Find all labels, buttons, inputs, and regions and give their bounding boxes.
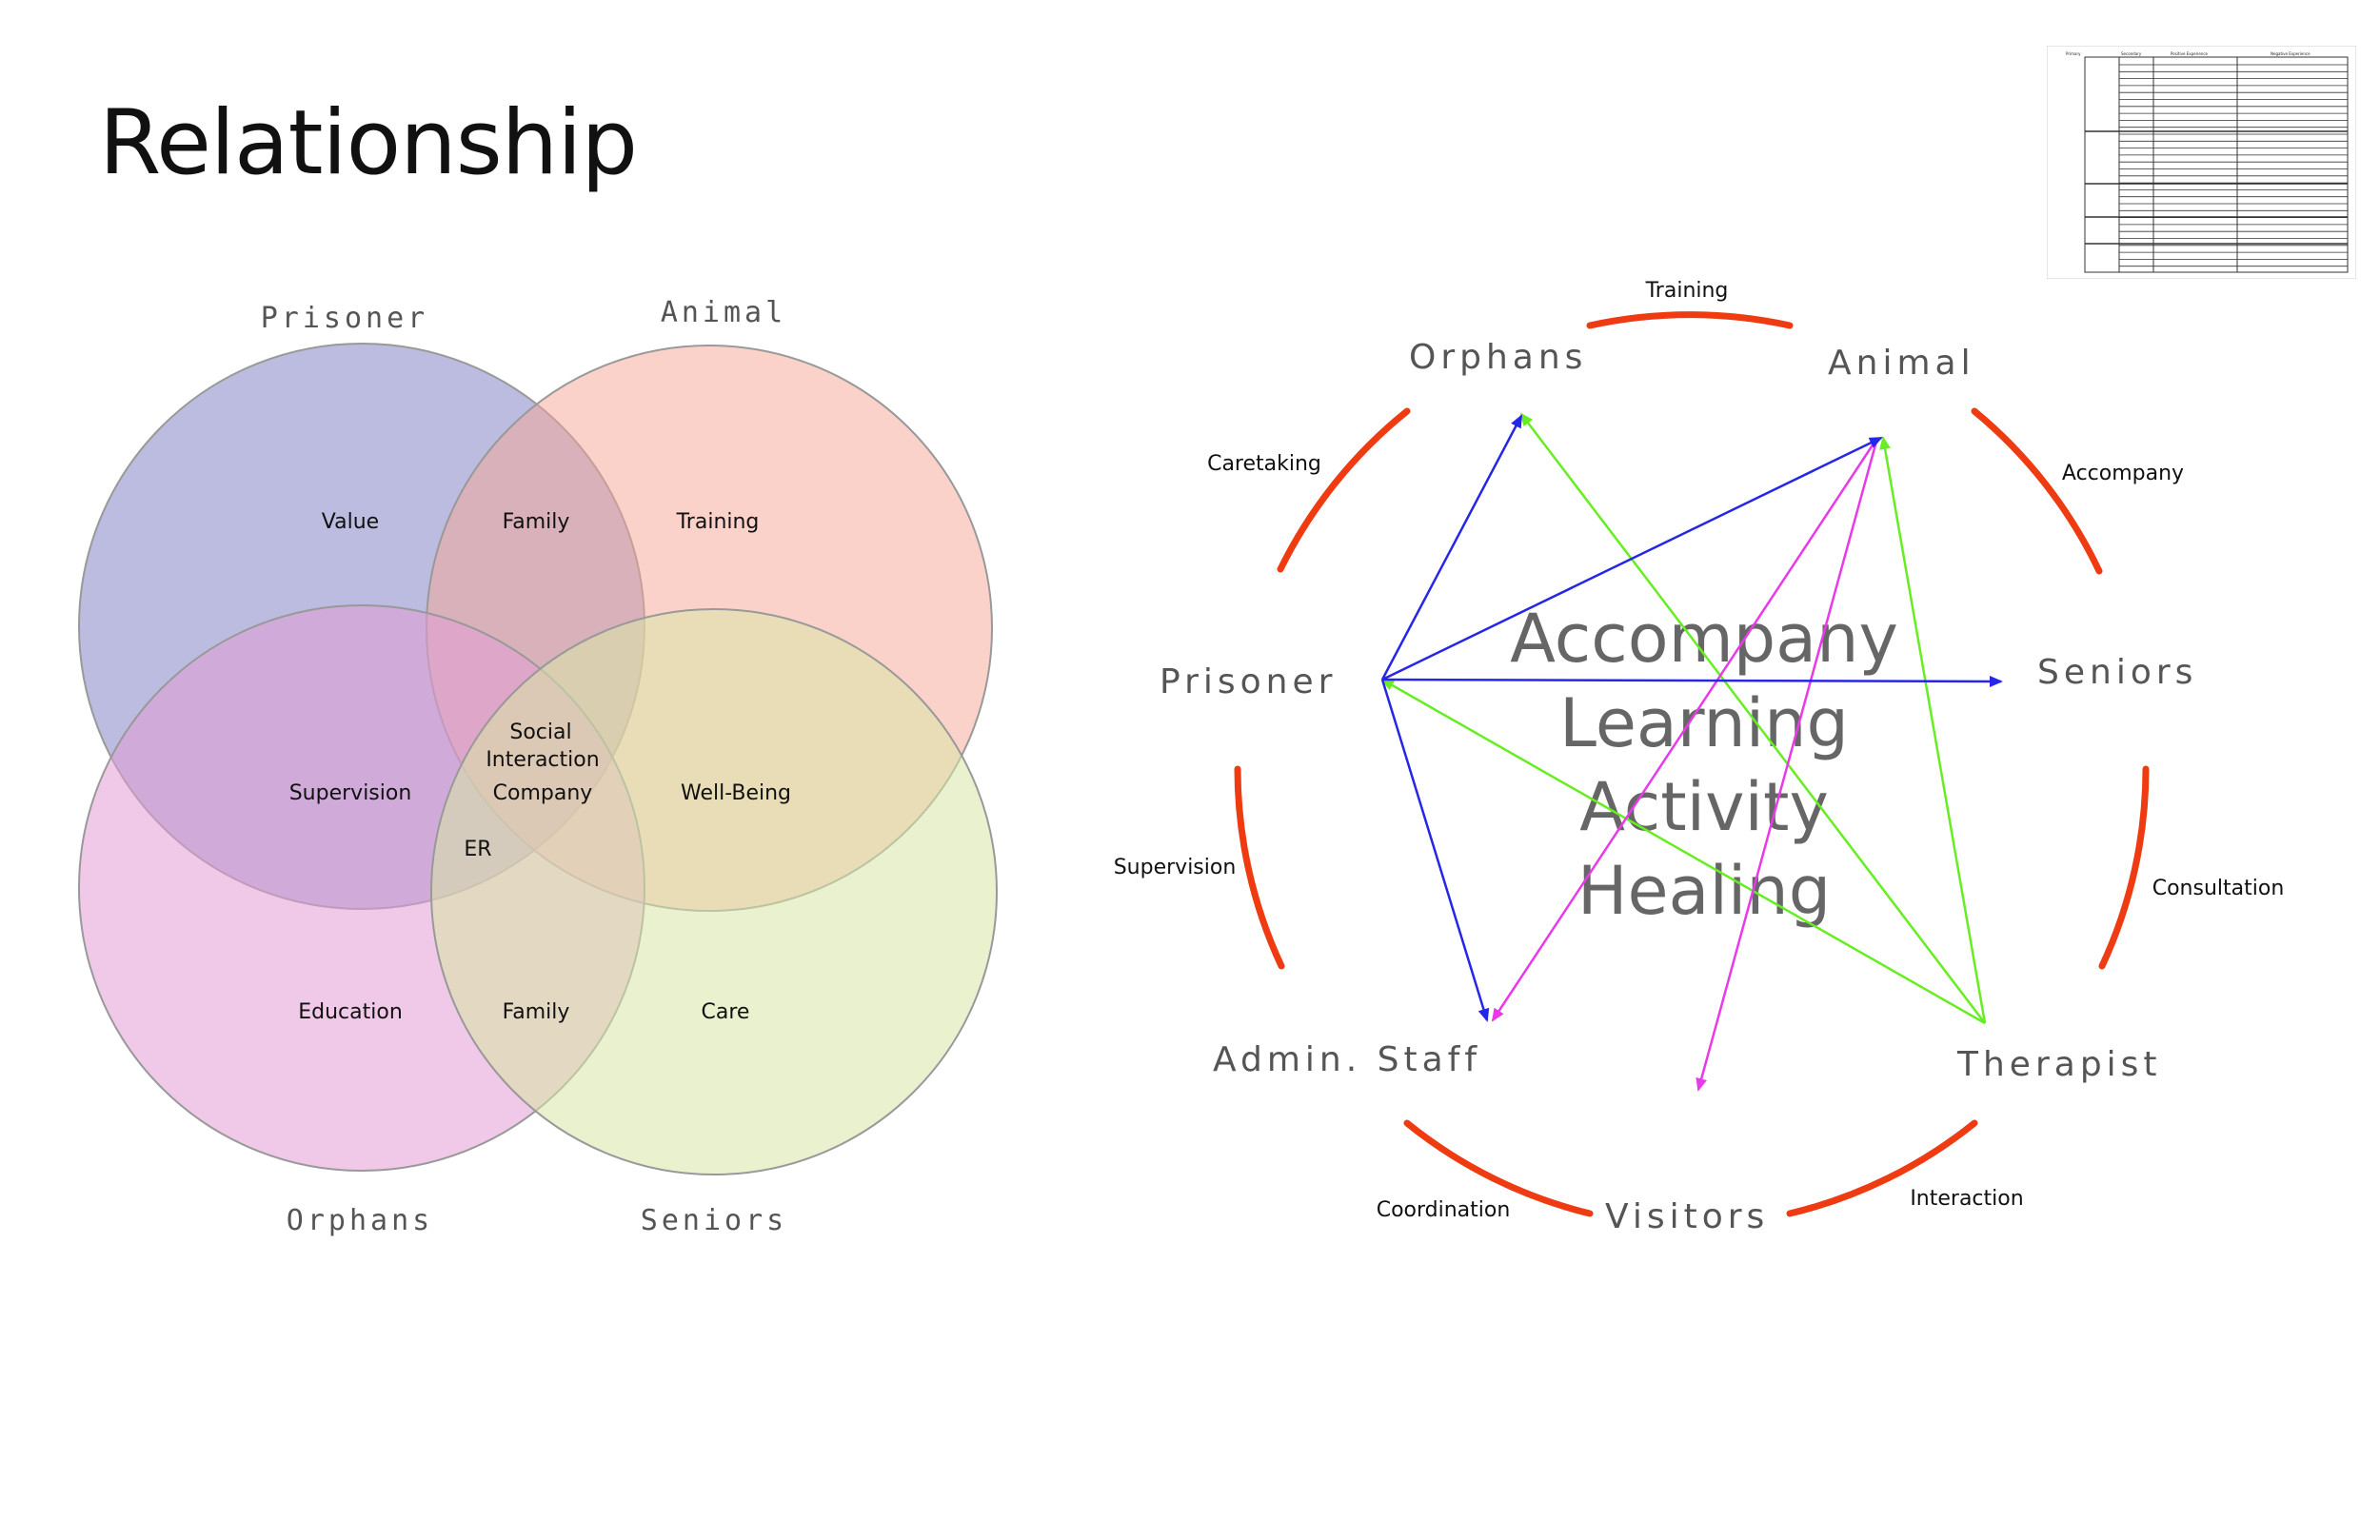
center-word-learning: Learning bbox=[1559, 684, 1849, 762]
node-visitors: Visitors bbox=[1605, 1197, 1769, 1236]
venn-region-education: Education bbox=[298, 1000, 403, 1024]
venn-region-interaction: Interaction bbox=[486, 748, 599, 772]
svg-text:Primary: Primary bbox=[2066, 51, 2081, 56]
arc-label-consultation: Consultation bbox=[2152, 877, 2285, 900]
venn-region-social: Social bbox=[509, 721, 571, 744]
svg-text:Negative Experience: Negative Experience bbox=[2271, 51, 2311, 56]
arc-label-caretaking: Caretaking bbox=[1207, 452, 1321, 476]
arc-caretaking bbox=[1277, 407, 1411, 573]
arc-interaction bbox=[1786, 1119, 1978, 1217]
venn-diagram: Prisoner Animal Orphans Seniors Value Fa… bbox=[78, 296, 998, 1237]
venn-region-training: Training bbox=[676, 510, 760, 534]
node-therapist: Therapist bbox=[1956, 1045, 2162, 1084]
venn-label-prisoner: Prisoner bbox=[261, 302, 429, 335]
venn-region-well-being: Well-Being bbox=[681, 781, 791, 805]
arc-coordination bbox=[1403, 1119, 1594, 1217]
arc-consultation bbox=[2098, 765, 2150, 970]
arrow-therapist-orphans bbox=[1519, 412, 1986, 1024]
arrow-therapist-animal bbox=[1879, 436, 1987, 1024]
network-diagram: Training Caretaking Accompany Supervisio… bbox=[1114, 279, 2285, 1236]
center-word-healing: Healing bbox=[1577, 852, 1831, 930]
arrow-prisoner-admin-staff bbox=[1380, 679, 1490, 1022]
arc-label-accompany: Accompany bbox=[2062, 462, 2184, 485]
node-orphans: Orphans bbox=[1409, 338, 1587, 377]
arrow-prisoner-orphans bbox=[1380, 414, 1523, 681]
arc-label-interaction: Interaction bbox=[1910, 1187, 2023, 1211]
venn-region-value: Value bbox=[322, 510, 379, 534]
arrow-prisoner-seniors bbox=[1381, 675, 2003, 687]
arc-label-training: Training bbox=[1645, 279, 1729, 303]
arc-label-supervision: Supervision bbox=[1114, 856, 1237, 879]
node-admin-staff: Admin. Staff bbox=[1213, 1040, 1481, 1079]
venn-region-care: Care bbox=[702, 1000, 750, 1024]
page-title: Relationship bbox=[99, 91, 638, 195]
svg-text:Secondary: Secondary bbox=[2121, 51, 2142, 56]
svg-text:Positive Experience: Positive Experience bbox=[2171, 51, 2209, 56]
venn-circle-seniors bbox=[430, 608, 998, 1175]
center-word-accompany: Accompany bbox=[1510, 600, 1898, 678]
venn-label-seniors: Seniors bbox=[641, 1204, 787, 1237]
arrow-animal-admin-staff bbox=[1491, 437, 1879, 1022]
arc-supervision bbox=[1234, 765, 1285, 970]
arrow-therapist-prisoner bbox=[1380, 678, 1986, 1025]
arrow-prisoner-animal bbox=[1381, 436, 1883, 681]
venn-region-supervision: Supervision bbox=[289, 781, 412, 805]
node-animal: Animal bbox=[1828, 344, 1975, 383]
venn-region-er: ER bbox=[464, 838, 491, 861]
venn-region-family-bottom: Family bbox=[503, 1000, 570, 1024]
node-prisoner: Prisoner bbox=[1160, 662, 1337, 701]
node-seniors: Seniors bbox=[2037, 653, 2197, 692]
arrow-animal-visitors bbox=[1696, 437, 1879, 1092]
venn-label-animal: Animal bbox=[661, 296, 786, 329]
venn-region-family-top: Family bbox=[503, 510, 570, 534]
venn-region-company: Company bbox=[493, 781, 593, 805]
venn-label-orphans: Orphans bbox=[287, 1204, 433, 1237]
arc-accompany bbox=[1971, 407, 2103, 575]
arc-label-coordination: Coordination bbox=[1377, 1198, 1511, 1222]
arc-training bbox=[1586, 311, 1794, 329]
thumbnail-table: Primary Secondary Positive Experience Ne… bbox=[2047, 46, 2356, 279]
center-word-activity: Activity bbox=[1579, 768, 1829, 846]
